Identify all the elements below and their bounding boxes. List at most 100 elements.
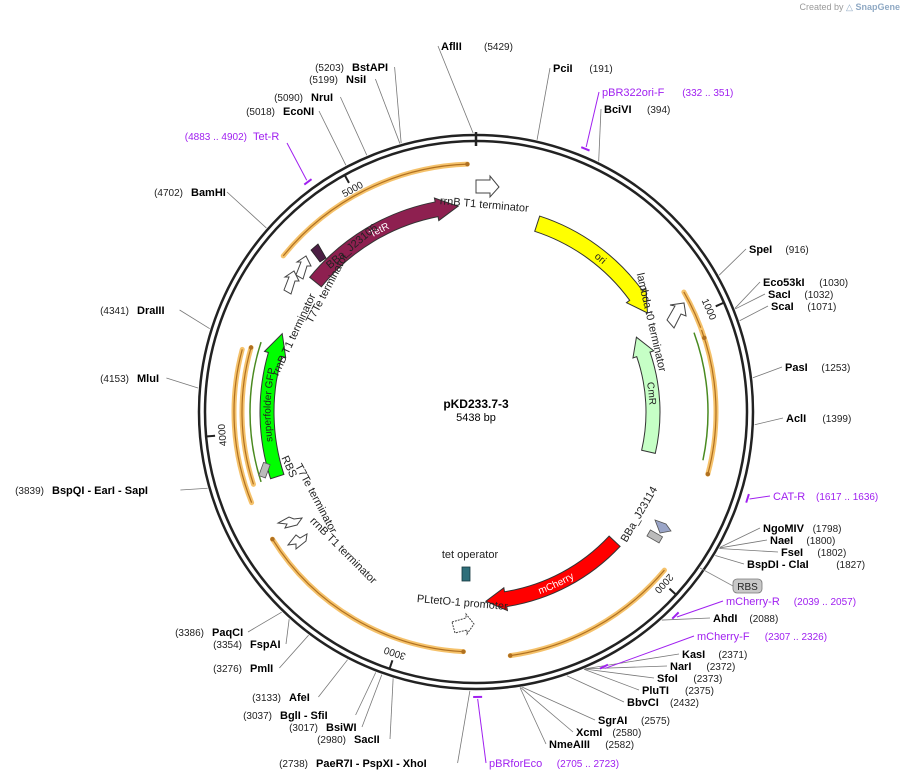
terminator-arrow-icon <box>276 516 304 529</box>
site-name: PluTI <box>642 685 669 697</box>
site-name: BstAPI <box>352 62 388 74</box>
feature-misc-label: BBa_J23106 <box>324 222 380 272</box>
site-position: (4341) <box>100 306 129 317</box>
site-leader-line <box>279 634 309 669</box>
restriction-site: NsiI(5199) <box>309 74 366 86</box>
halo-end-marker <box>270 536 275 542</box>
feature-arrow <box>259 332 287 480</box>
site-name: KasI <box>682 649 705 661</box>
site-position: (2738) <box>279 759 308 770</box>
site-leader-line <box>389 678 394 740</box>
feature-label-text: CmR <box>644 381 657 405</box>
restriction-site: AhdI(2088) <box>713 613 778 625</box>
site-name: BspDI - ClaI <box>747 559 809 571</box>
misc-feature-halo <box>507 567 667 659</box>
site-position: (2375) <box>685 686 714 697</box>
restriction-site: AclI(1399) <box>786 413 851 425</box>
site-leader-line <box>584 665 668 670</box>
primer-range: (2307 .. 2326) <box>765 632 827 643</box>
terminator-arrow-icon <box>295 255 312 280</box>
site-name: PasI <box>785 362 808 374</box>
site-name: MluI <box>137 373 159 385</box>
site-position: (2373) <box>693 674 722 685</box>
site-position: (3354) <box>213 640 242 651</box>
site-leader-line <box>752 366 783 379</box>
plasmid-length: 5438 bp <box>456 412 496 424</box>
halo-end-marker <box>508 653 513 658</box>
site-leader-line <box>179 309 210 330</box>
site-label-layer: AflII(5429)PciI(191)BciVI(394)SpeI(916)E… <box>15 41 878 770</box>
site-position: (1798) <box>813 524 842 535</box>
restriction-site: KasI(2371) <box>682 649 747 661</box>
restriction-site: BglI - SfiI(3037) <box>243 710 328 722</box>
primer-mark <box>599 663 609 670</box>
site-name: BbvCI <box>627 697 659 709</box>
feature-arrow <box>484 535 621 612</box>
misc-feature-arc <box>271 538 464 653</box>
tick-mark <box>668 587 677 596</box>
feature-arrow <box>534 215 649 314</box>
tick-mark <box>388 659 394 670</box>
restriction-site: Eco53kI(1030) <box>763 277 848 289</box>
site-leader-line <box>355 672 377 716</box>
restriction-site: PaqCI(3386) <box>175 627 243 639</box>
restriction-site: AfeI(3133) <box>252 692 310 704</box>
watermark: Created by △ SnapGene <box>800 2 901 13</box>
site-name: SacII <box>354 734 380 746</box>
primer-leader <box>585 91 600 148</box>
restriction-site: DraIII (4341) <box>100 305 164 317</box>
feature-misc-label: tet operator <box>442 549 499 561</box>
site-position: (5018) <box>246 107 275 118</box>
site-leader-line <box>457 690 471 764</box>
primer-leader <box>676 600 724 618</box>
site-position: (3839) <box>15 486 44 497</box>
halo-end-marker <box>461 649 466 654</box>
restriction-site: PasI(1253) <box>785 362 850 374</box>
tick-label: 1000 <box>699 297 718 322</box>
primer-name: pBR322ori-F <box>602 87 665 99</box>
terminator-label: rrnB T1 terminator <box>307 515 379 587</box>
site-position: (394) <box>647 105 670 116</box>
site-position: (3386) <box>175 628 204 639</box>
restriction-site: AflII(5429) <box>441 41 513 53</box>
site-name: AfeI <box>289 692 310 704</box>
site-name: PciI <box>553 63 573 75</box>
site-name: PmlI <box>250 663 273 675</box>
site-name: SpeI <box>749 244 772 256</box>
site-leader-line <box>585 653 680 670</box>
restriction-site: SpeI(916) <box>749 244 809 256</box>
site-position: (1032) <box>804 290 833 301</box>
site-name: NaeI <box>770 535 793 547</box>
halo-end-marker <box>248 345 254 350</box>
site-name: SgrAI <box>598 715 627 727</box>
site-name: PaeR7I - PspXI - XhoI <box>316 758 427 770</box>
restriction-site: BsiWI(3017) <box>289 722 356 734</box>
primer-range: (2705 .. 2723) <box>557 759 619 770</box>
site-name: AflII <box>441 41 462 53</box>
site-position: (2372) <box>706 662 735 673</box>
site-position: (3017) <box>289 723 318 734</box>
misc-feature-arc <box>282 163 468 257</box>
site-leader-line <box>519 687 547 745</box>
misc-feature-arc <box>700 329 717 475</box>
site-name: DraIII <box>137 305 165 317</box>
restriction-site: SgrAI (2575) <box>598 715 670 727</box>
site-leader-line <box>598 108 602 162</box>
site-position: (2980) <box>317 735 346 746</box>
site-name: AclI <box>786 413 806 425</box>
site-name: AhdI <box>713 613 737 625</box>
site-position: (2575) <box>641 716 670 727</box>
site-leader-line <box>166 377 199 389</box>
primer-name: pBRforEco <box>489 758 542 770</box>
snapgene-logo-icon: △ <box>846 2 853 12</box>
site-position: (1800) <box>806 536 835 547</box>
site-leader-line <box>375 78 401 144</box>
site-leader-line <box>719 539 768 549</box>
rbs-marker <box>258 461 271 479</box>
site-name: NruI <box>311 92 333 104</box>
site-position: (5203) <box>315 63 344 74</box>
misc-feature-arc <box>510 569 665 657</box>
site-name: BglI - SfiI <box>280 710 328 722</box>
